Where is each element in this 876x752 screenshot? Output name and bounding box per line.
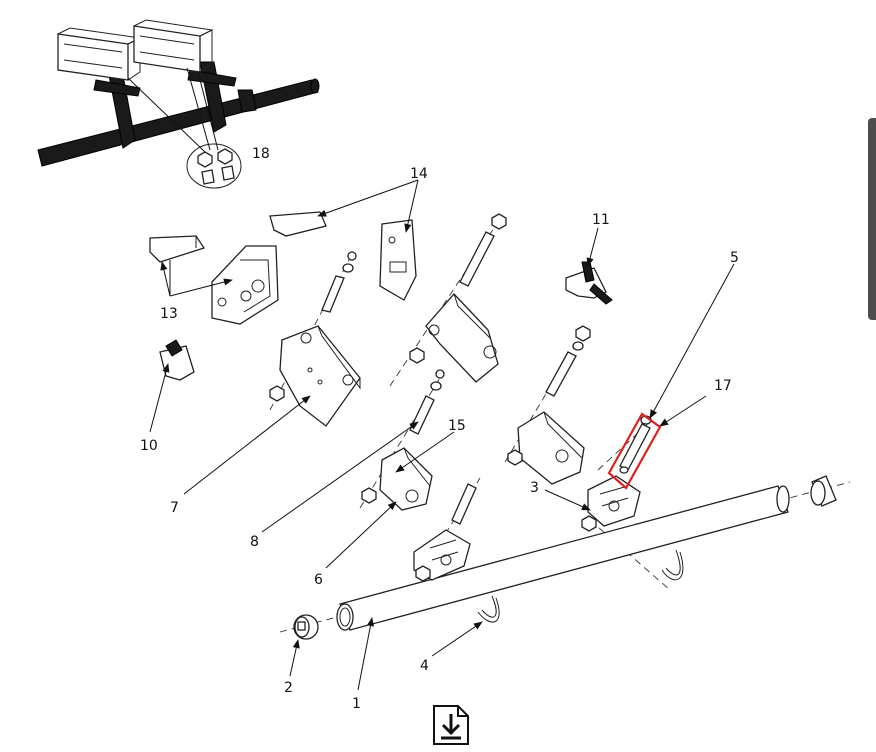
callout-14: 14	[410, 166, 428, 182]
assembly-inset	[37, 19, 320, 189]
callout-17: 17	[714, 378, 732, 394]
callout-13: 13	[160, 306, 178, 322]
callout-3: 3	[530, 480, 539, 496]
callout-6: 6	[314, 572, 323, 588]
callout-10: 10	[140, 438, 158, 454]
highlight-box[interactable]	[607, 412, 662, 490]
download-icon	[433, 705, 469, 745]
callouts: 1 2 3 4 5 6 7 8 10 11 13 14 15 17 18	[140, 146, 739, 712]
callout-5: 5	[730, 250, 739, 266]
side-panel-tab[interactable]	[868, 118, 876, 320]
download-button[interactable]	[431, 703, 471, 747]
leader-lines	[149, 179, 735, 691]
exploded-view	[149, 211, 851, 640]
callout-18: 18	[252, 146, 270, 162]
callout-11: 11	[592, 212, 610, 228]
callout-1: 1	[352, 696, 361, 712]
callout-8: 8	[250, 534, 259, 550]
callout-2: 2	[284, 680, 293, 696]
callout-4: 4	[420, 658, 429, 674]
callout-15: 15	[448, 418, 466, 434]
callout-7: 7	[170, 500, 179, 516]
